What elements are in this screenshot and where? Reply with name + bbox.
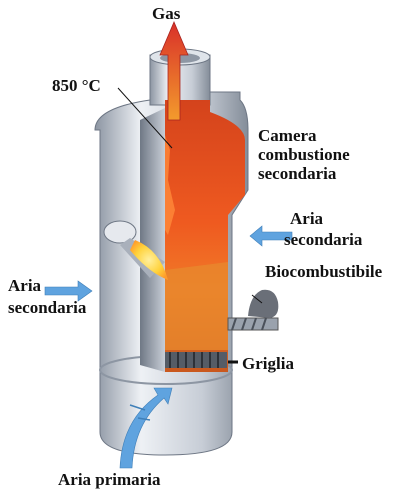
label-aria-primaria: Aria primaria (58, 470, 160, 489)
label-aria-secondaria-left-2: secondaria (8, 298, 86, 317)
label-camera-1: Camera (258, 126, 317, 145)
label-camera-2: combustione (258, 145, 350, 164)
label-biocombustibile: Biocombustibile (265, 262, 382, 281)
label-aria-secondaria-left-1: Aria (8, 276, 41, 295)
label-temperature: 850 °C (52, 76, 101, 95)
label-aria-secondaria-right-1: Aria (290, 209, 323, 228)
label-aria-secondaria-right-2: secondaria (284, 230, 362, 249)
label-camera-3: secondaria (258, 164, 336, 183)
label-gas: Gas (152, 4, 180, 23)
label-griglia: Griglia (242, 354, 294, 373)
